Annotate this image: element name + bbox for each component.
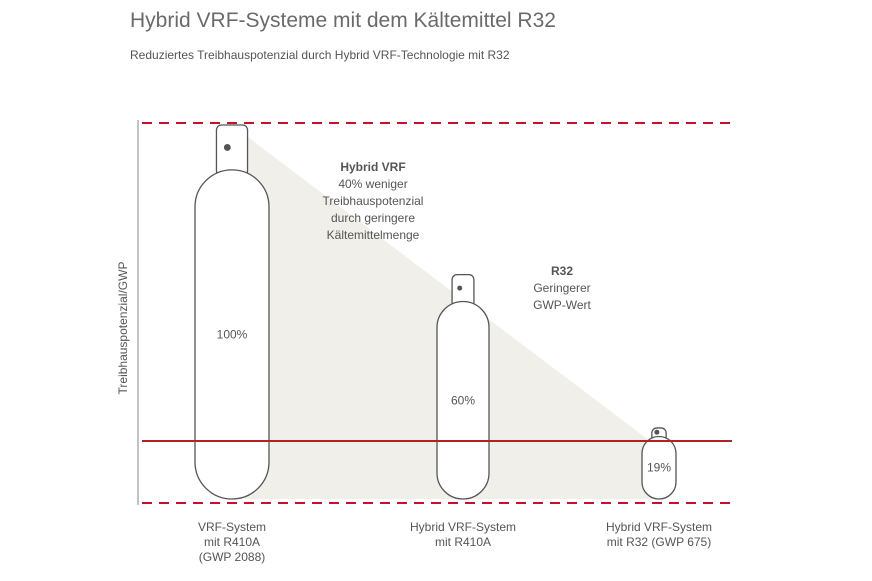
tank-3 [641, 427, 677, 500]
shaded-reduction-area [245, 135, 650, 441]
category-label-1-line-1: VRF-System [198, 520, 266, 534]
data-label-2: 60% [451, 393, 475, 407]
annotation-2-line-2: GWP-Wert [533, 298, 591, 312]
data-label-1: 100% [217, 327, 248, 341]
annotation-1-line-4: Kältemittelmenge [327, 228, 420, 242]
tank-2 [436, 273, 490, 500]
tank-body [436, 300, 490, 500]
category-label-2-line-1: Hybrid VRF-System [410, 520, 516, 534]
annotation-1-line-3: durch geringere [331, 211, 415, 225]
tank-1 [194, 124, 270, 500]
annotation-2-line-1: Geringerer [533, 281, 590, 295]
annotation-1-line-2: Treibhauspotenzial [323, 194, 424, 208]
data-label-3: 19% [647, 461, 671, 475]
category-label-1-line-3: (GWP 2088) [199, 550, 265, 564]
category-label-1-line-2: mit R410A [204, 535, 260, 549]
annotation-1-heading: Hybrid VRF [340, 160, 405, 174]
chart-subtitle: Reduziertes Treibhauspotenzial durch Hyb… [130, 48, 510, 62]
tank-body [641, 435, 677, 500]
tank-valve-dot [457, 285, 463, 291]
chart-title: Hybrid VRF-Systeme mit dem Kältemittel R… [130, 9, 556, 32]
y-axis-label: Treibhauspotenzial/GWP [116, 262, 130, 395]
category-label-2-line-2: mit R410A [435, 535, 491, 549]
category-label-3-line-1: Hybrid VRF-System [606, 520, 712, 534]
tank-body [194, 169, 270, 500]
tank-valve-dot [654, 429, 660, 435]
tank-valve-dot [223, 144, 231, 151]
category-label-3-line-2: mit R32 (GWP 675) [607, 535, 711, 549]
annotation-2-heading: R32 [551, 264, 573, 278]
annotation-1-line-1: 40% weniger [338, 177, 407, 191]
tank-valve [215, 124, 249, 177]
